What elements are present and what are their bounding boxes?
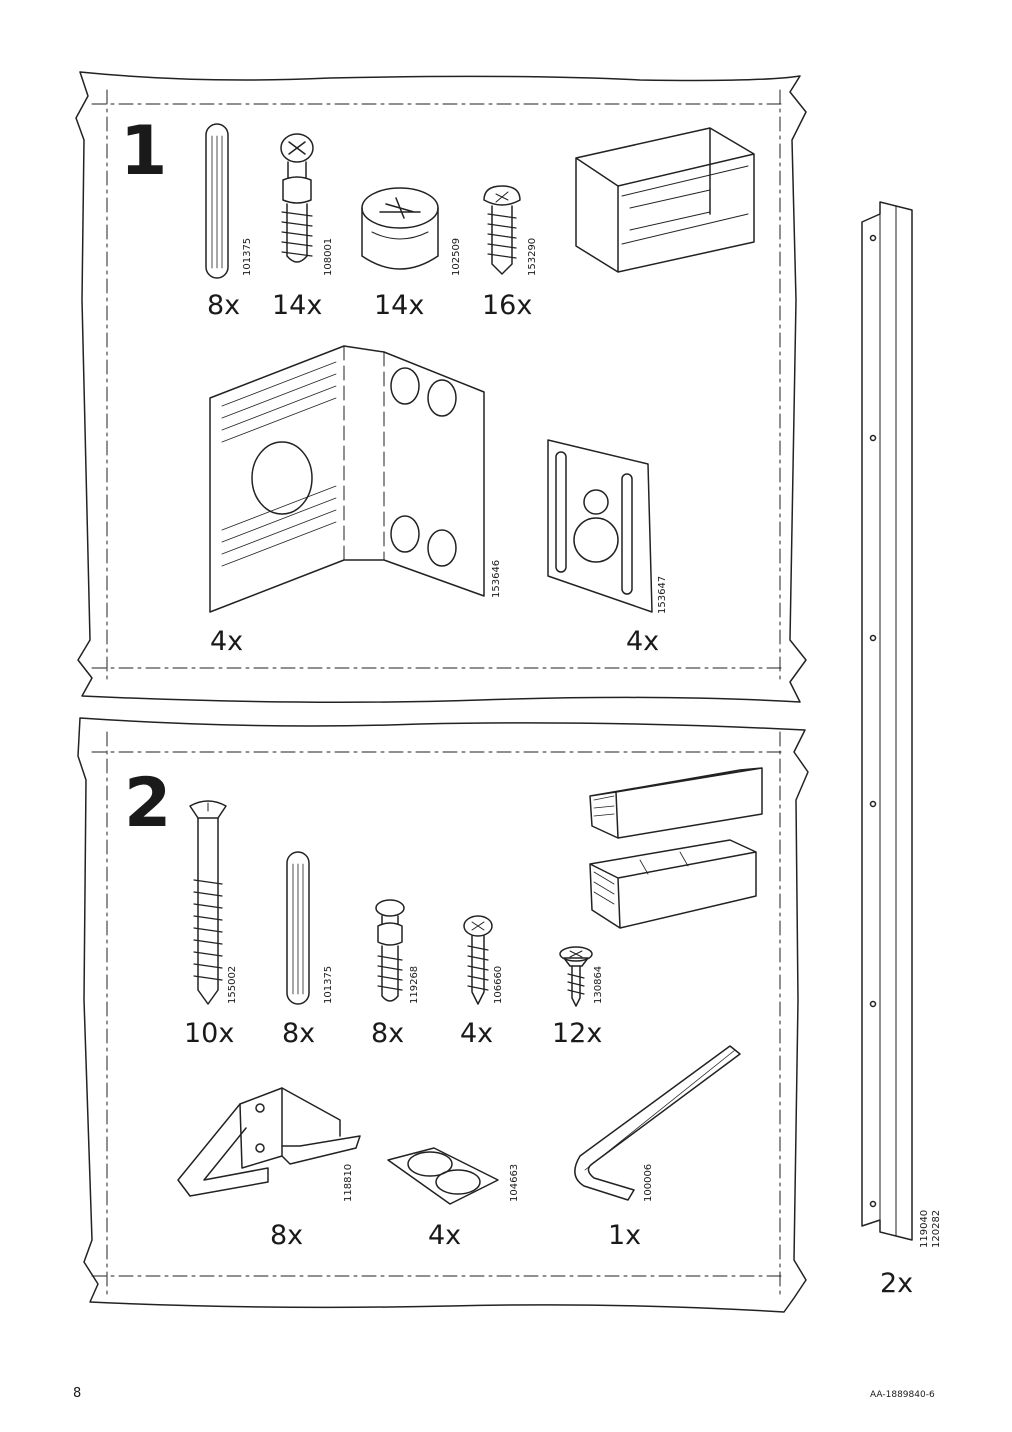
- step-number: 2: [124, 764, 172, 843]
- cabinet-icon: [575, 127, 755, 273]
- step-number: 1: [120, 112, 168, 191]
- corner-bracket-icon: [209, 345, 485, 613]
- part-code: 102509: [451, 237, 462, 276]
- quantity-label: 14x: [374, 290, 425, 321]
- wall-plate-icon: [547, 439, 653, 613]
- part-code: 119040: [919, 1209, 930, 1248]
- part-code: 118810: [343, 1163, 354, 1202]
- quantity-label: 16x: [482, 290, 533, 321]
- quantity-label: 4x: [626, 626, 660, 657]
- cam-bolt-icon: [280, 133, 314, 263]
- part-code: 153646: [491, 559, 502, 598]
- dowel-icon: [205, 123, 229, 279]
- drawer-bracket-icon: [177, 1087, 361, 1197]
- cam-lock-icon: [361, 187, 439, 270]
- quantity-label: 1x: [608, 1220, 642, 1251]
- quantity-label: 4x: [210, 626, 244, 657]
- part-code: 119268: [409, 965, 420, 1004]
- part-code: 155002: [227, 965, 238, 1004]
- part-code: 108001: [323, 237, 334, 276]
- bag-outline-step-1: [75, 71, 807, 703]
- quantity-label: 8x: [270, 1220, 304, 1251]
- cam-bolt-icon: [375, 899, 405, 1002]
- page-number: 8: [73, 1386, 82, 1401]
- quantity-label: 10x: [184, 1018, 235, 1049]
- quantity-label: 2x: [880, 1268, 914, 1299]
- dowel-icon: [286, 851, 310, 1005]
- part-code: 100006: [643, 1163, 654, 1202]
- quantity-label: 8x: [207, 290, 241, 321]
- part-code: 106660: [493, 965, 504, 1004]
- quantity-label: 8x: [282, 1018, 316, 1049]
- allen-key-icon: [574, 1045, 741, 1201]
- document-code: AA-1889840-6: [870, 1390, 935, 1400]
- rail-icon: [861, 201, 913, 1241]
- quantity-label: 4x: [428, 1220, 462, 1251]
- bumper-pads-icon: [387, 1147, 499, 1205]
- drawer-icon: [589, 839, 757, 929]
- quantity-label: 8x: [371, 1018, 405, 1049]
- part-code: 101375: [242, 237, 253, 276]
- part-code: 130864: [593, 965, 604, 1004]
- part-code: 153290: [527, 237, 538, 276]
- quantity-label: 14x: [272, 290, 323, 321]
- screw-icon: [483, 185, 521, 275]
- quantity-label: 4x: [460, 1018, 494, 1049]
- part-code: 153647: [657, 575, 668, 614]
- drawer-icon: [589, 767, 763, 839]
- quantity-label: 12x: [552, 1018, 603, 1049]
- countersunk-screw-icon: [559, 946, 593, 1007]
- part-code: 120282: [931, 1209, 942, 1248]
- part-code: 104663: [509, 1163, 520, 1202]
- bag-outline-step-2: [77, 717, 809, 1313]
- long-screw-icon: [189, 800, 227, 1005]
- wood-screw-icon: [463, 915, 493, 1005]
- part-code: 101375: [323, 965, 334, 1004]
